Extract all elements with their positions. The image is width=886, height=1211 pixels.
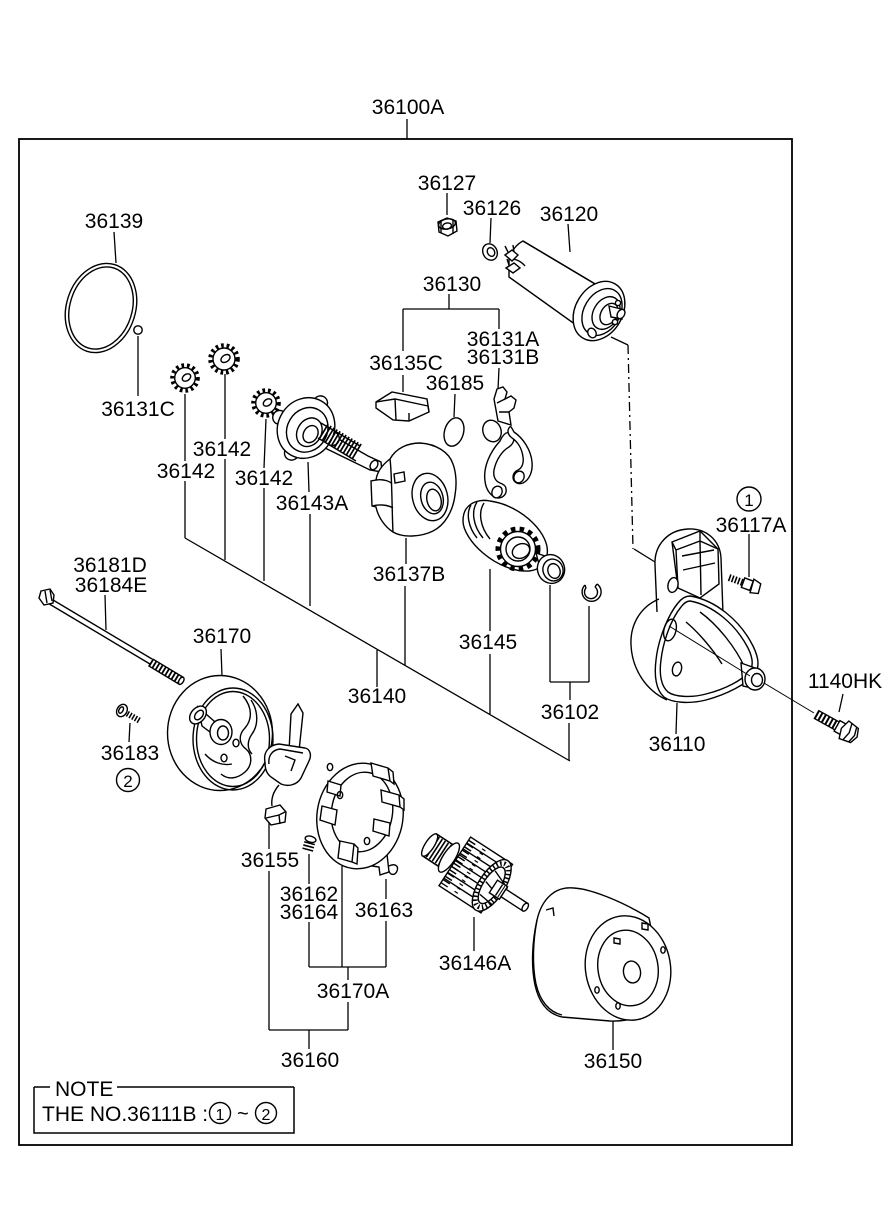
svg-text:36183: 36183 xyxy=(101,742,159,765)
svg-text:36164: 36164 xyxy=(280,901,339,924)
svg-text:36102: 36102 xyxy=(541,701,599,724)
svg-text:36181D: 36181D xyxy=(73,554,147,577)
svg-text:36170: 36170 xyxy=(193,625,251,648)
svg-text:36120: 36120 xyxy=(540,203,598,226)
svg-text:36139: 36139 xyxy=(85,210,143,233)
svg-text:36126: 36126 xyxy=(463,197,521,220)
svg-text:36100A: 36100A xyxy=(372,96,444,119)
svg-text:36130: 36130 xyxy=(423,273,481,296)
svg-text:2: 2 xyxy=(262,1107,271,1124)
svg-text:36131B: 36131B xyxy=(467,346,539,369)
svg-text:36137B: 36137B xyxy=(373,563,445,586)
svg-text:36143A: 36143A xyxy=(276,492,348,515)
svg-text:36150: 36150 xyxy=(584,1050,642,1073)
svg-text:1140HK: 1140HK xyxy=(808,670,882,693)
svg-text:36142: 36142 xyxy=(235,467,293,490)
svg-text:~: ~ xyxy=(237,1103,249,1125)
svg-text:36170A: 36170A xyxy=(317,980,389,1003)
svg-text:36131A: 36131A xyxy=(467,328,539,351)
svg-text:36110: 36110 xyxy=(649,733,706,756)
svg-text:1: 1 xyxy=(216,1107,225,1124)
svg-text:36142: 36142 xyxy=(157,460,215,483)
svg-text:36135C: 36135C xyxy=(369,352,443,375)
svg-text:36160: 36160 xyxy=(281,1049,339,1072)
svg-text:36142: 36142 xyxy=(193,438,251,461)
svg-text:36184E: 36184E xyxy=(75,574,147,597)
svg-text:36140: 36140 xyxy=(348,685,406,708)
svg-text:36162: 36162 xyxy=(280,883,338,906)
svg-text:36146A: 36146A xyxy=(439,952,511,975)
svg-text:36155: 36155 xyxy=(241,849,299,872)
svg-text:36131C: 36131C xyxy=(101,398,175,421)
svg-text:36127: 36127 xyxy=(418,172,476,195)
svg-text:36163: 36163 xyxy=(355,899,413,922)
svg-text:36145: 36145 xyxy=(459,631,517,654)
svg-text:36117A: 36117A xyxy=(716,514,787,537)
svg-text:THE NO.36111B :: THE NO.36111B : xyxy=(42,1103,208,1126)
svg-text:NOTE: NOTE xyxy=(55,1078,113,1101)
svg-text:2: 2 xyxy=(123,772,132,791)
svg-text:36185: 36185 xyxy=(426,372,484,395)
svg-text:1: 1 xyxy=(744,491,753,510)
